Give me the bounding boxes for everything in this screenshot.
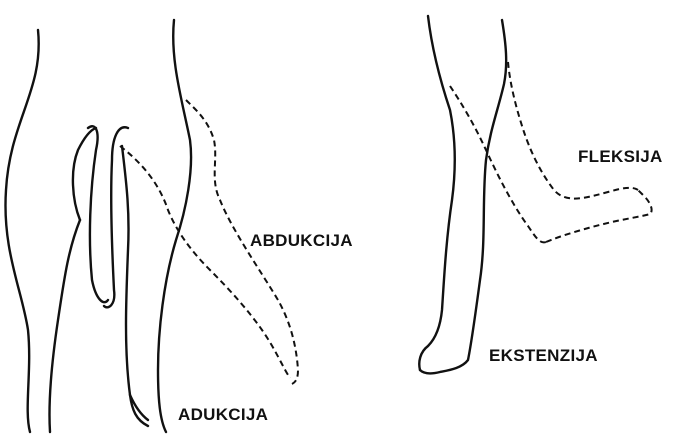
extended-leg-front — [419, 16, 455, 370]
label-fleksija: FLEKSIJA — [578, 148, 663, 165]
side-view-leg — [419, 16, 651, 373]
tail-right-strand — [104, 127, 128, 307]
rear-view-legs — [5, 20, 298, 432]
extended-leg-back — [420, 20, 506, 373]
right-leg-outer — [158, 20, 191, 432]
flexed-leg-lower — [546, 190, 652, 242]
right-leg-inner — [122, 146, 148, 426]
abducted-leg-inner — [120, 146, 290, 378]
left-leg-inner — [49, 220, 80, 432]
label-adukcija: ADUKCIJA — [178, 406, 268, 423]
label-ekstenzija: EKSTENZIJA — [489, 347, 598, 364]
tail-left-strand — [88, 126, 108, 302]
left-leg-outline — [5, 30, 38, 432]
label-abdukcija: ABDUKCIJA — [250, 232, 353, 249]
flexed-leg-back — [508, 62, 638, 199]
